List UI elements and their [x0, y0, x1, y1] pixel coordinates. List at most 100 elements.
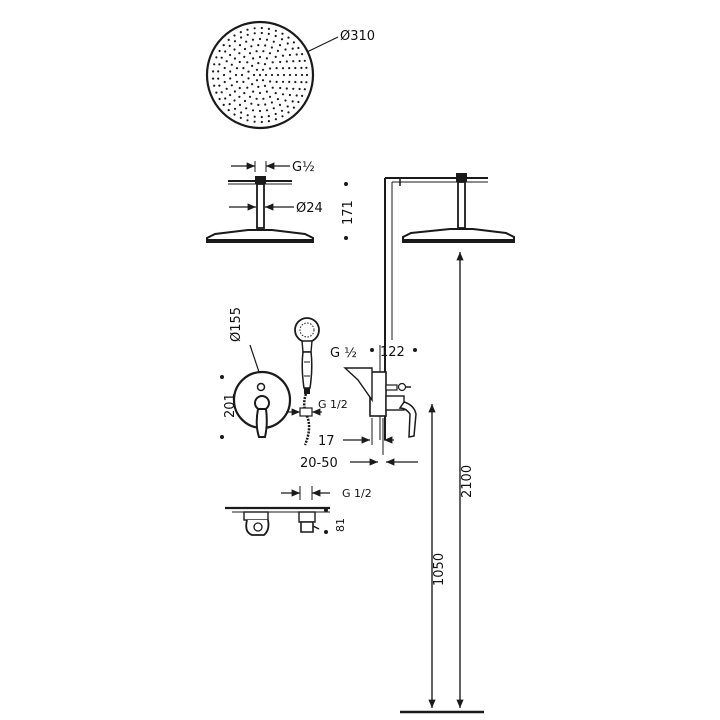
nozzle-dot: [267, 120, 270, 123]
nozzle-dot: [260, 31, 263, 35]
nozzle-dot: [274, 92, 277, 95]
nozzle-dot: [295, 53, 298, 56]
nozzle-dot: [212, 70, 215, 73]
nozzle-dot: [274, 55, 277, 59]
nozzle-dot: [275, 67, 278, 70]
nozzle-dot: [217, 77, 220, 80]
nozzle-dot: [305, 73, 309, 77]
nozzle-dot: [280, 109, 284, 112]
nozzle-dot: [258, 37, 262, 41]
nozzle-dot: [267, 27, 270, 30]
nozzle-dot: [294, 80, 297, 84]
nozzle-dot: [242, 67, 245, 70]
nozzle-dot: [258, 55, 262, 59]
nozzle-dot: [263, 63, 267, 66]
nozzle-dot: [287, 111, 290, 114]
nozzle-dot: [297, 46, 300, 50]
nozzle-dot: [297, 100, 300, 104]
nozzle-dot: [257, 62, 260, 65]
nozzle-dot: [284, 99, 287, 102]
rain-head-nozzles: [212, 26, 309, 124]
nozzle-dot: [240, 36, 243, 39]
nozzle-dot: [217, 70, 220, 73]
nozzle-dot: [250, 102, 253, 105]
nozzle-dot: [251, 38, 255, 41]
nozzle-dot: [213, 84, 216, 87]
nozzle-dot: [295, 94, 298, 97]
nozzle-dot: [224, 50, 227, 53]
nozzle-dot: [270, 73, 274, 77]
nozzle-dot: [228, 103, 231, 106]
nozzle-dot: [252, 73, 256, 77]
nozzle-dot: [230, 84, 233, 87]
nozzle-dot: [279, 60, 282, 64]
nozzle-dot: [238, 52, 241, 55]
valve-side-view: [343, 348, 418, 466]
nozzle-dot: [267, 32, 270, 36]
arm-thread-label: G½: [292, 160, 315, 175]
nozzle-dot: [253, 115, 256, 118]
nozzle-dot: [233, 40, 237, 43]
nozzle-dot: [262, 50, 265, 53]
nozzle-dot: [270, 101, 273, 104]
nozzle-dot: [276, 98, 279, 101]
nozzle-dot: [253, 32, 256, 35]
nozzle-dot: [292, 41, 295, 44]
total-height-label: 2100: [460, 465, 475, 498]
nozzle-dot: [250, 45, 253, 48]
offset-17-label: 17: [318, 434, 335, 449]
nozzle-dot: [287, 36, 290, 39]
nozzle-dot: [248, 52, 252, 55]
nozzle-dot: [292, 106, 295, 109]
handshower-diameter-label: Ø155: [229, 307, 244, 342]
nozzle-dot: [246, 28, 249, 31]
nozzle-dot: [251, 109, 255, 112]
nozzle-dot: [269, 67, 272, 70]
nozzle-dot: [233, 113, 236, 116]
nozzle-dot: [274, 34, 277, 38]
nozzle-dot: [222, 73, 226, 77]
nozzle-dot: [218, 49, 221, 53]
elbow-depth-label: 81: [334, 518, 347, 532]
nozzle-dot: [272, 40, 275, 43]
nozzle-dot: [280, 38, 284, 41]
nozzle-dot: [286, 42, 289, 45]
nozzle-dot: [238, 103, 242, 106]
nozzle-dot: [218, 97, 221, 101]
nozzle-dot: [223, 80, 226, 84]
nozzle-dot: [255, 50, 258, 53]
nozzle-dot: [305, 81, 308, 84]
valve-thread-label: G ½: [330, 346, 357, 361]
nozzle-dot: [224, 97, 227, 100]
nozzle-dot: [284, 48, 287, 51]
nozzle-dot: [282, 73, 286, 77]
nozzle-dot: [229, 70, 232, 73]
nozzle-dot: [265, 90, 268, 93]
nozzle-dot: [281, 115, 284, 118]
nozzle-dot: [265, 109, 269, 112]
nozzle-dot: [248, 95, 252, 98]
nozzle-dot: [243, 47, 247, 51]
nozzle-dot: [235, 67, 239, 70]
nozzle-dot: [272, 107, 275, 110]
nozzle-dot: [227, 38, 230, 42]
nozzle-dot: [218, 84, 221, 87]
plate-height-label: 201: [223, 393, 238, 418]
nozzle-dot: [235, 80, 239, 83]
nozzle-dot: [229, 53, 232, 57]
nozzle-dot: [242, 80, 245, 83]
nozzle-dot: [285, 60, 288, 63]
nozzle-dot: [227, 109, 230, 112]
nozzle-dot: [291, 100, 294, 103]
nozzle-dot: [268, 95, 272, 98]
nozzle-dot: [255, 97, 258, 100]
nozzle-dot: [261, 68, 265, 71]
nozzle-dot: [251, 83, 254, 86]
nozzle-dot: [271, 86, 274, 89]
nozzle-dot: [238, 60, 241, 64]
mixer-plate-front: [220, 344, 292, 439]
nozzle-dot: [264, 44, 267, 47]
nozzle-dot: [260, 26, 263, 30]
nozzle-dot: [288, 67, 291, 70]
